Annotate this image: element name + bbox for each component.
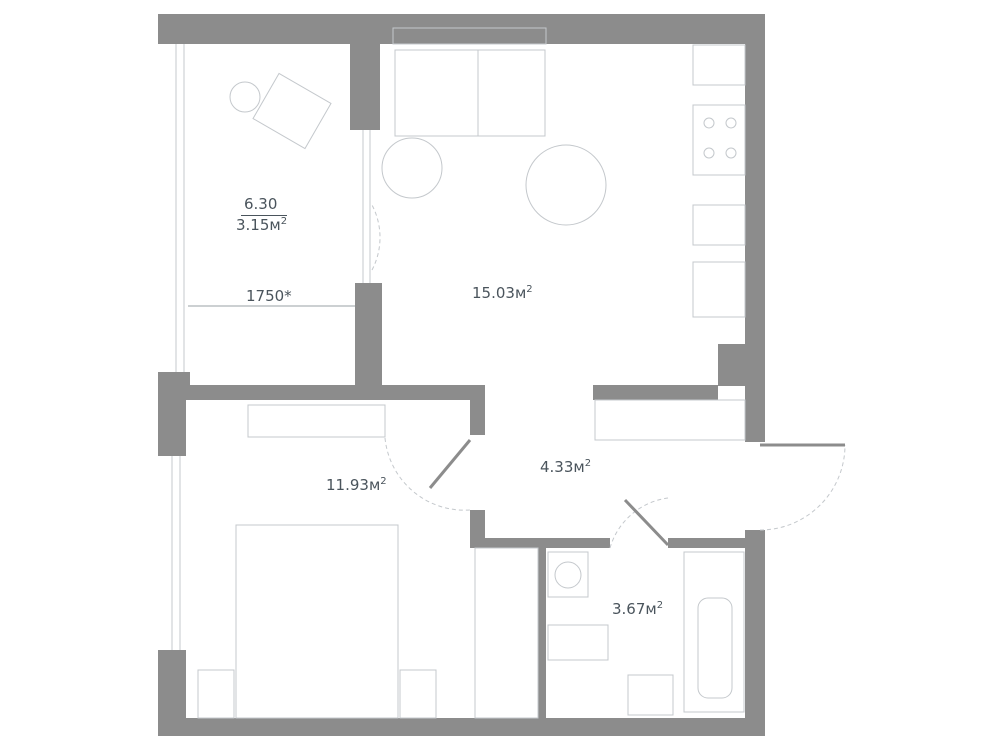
balcony-coefficient-area: 6.30 xyxy=(244,195,278,213)
bedroom-area-sup: 2 xyxy=(380,476,387,487)
balcony-width-dimension: 1750* xyxy=(246,287,292,305)
fraction-line xyxy=(241,215,287,216)
bathroom-area-sup: 2 xyxy=(656,600,664,611)
bedroom-area: 11.93м2 xyxy=(326,476,387,494)
balcony-area: 3.15м2 xyxy=(236,216,287,234)
hallway-area-value: 4.33м xyxy=(540,458,585,476)
bedroom-area-value: 11.93м xyxy=(326,476,381,494)
balcony-area-value: 3.15м xyxy=(236,216,281,234)
living-kitchen-area: 15.03м2 xyxy=(472,284,533,302)
lower-cabinets xyxy=(594,399,746,441)
sofa xyxy=(394,49,546,137)
bed xyxy=(235,524,399,719)
windows xyxy=(171,44,371,650)
entrance-door-swing xyxy=(759,444,846,531)
cooktop xyxy=(692,104,746,176)
armchair xyxy=(252,72,332,150)
kitchen-cabinet xyxy=(692,44,746,86)
furniture xyxy=(197,27,846,719)
dishwasher xyxy=(692,204,746,246)
walls xyxy=(158,14,765,736)
hallway-area-sup: 2 xyxy=(584,458,592,469)
bathtub xyxy=(683,551,745,713)
hallway-area: 4.33м2 xyxy=(540,458,591,476)
side-table xyxy=(229,81,261,113)
dining-table xyxy=(525,144,607,226)
bedroom-door-swing xyxy=(384,437,471,511)
balcony-door-swing xyxy=(371,204,381,271)
tv-stand xyxy=(247,404,386,438)
washing-machine xyxy=(547,551,589,598)
kitchen-sink xyxy=(692,261,746,318)
washbasin xyxy=(627,674,674,716)
wardrobe xyxy=(474,547,539,719)
bathroom-area: 3.67м2 xyxy=(612,600,663,618)
balcony-area-sup: 2 xyxy=(280,216,288,227)
coffee-table xyxy=(381,137,443,199)
living-kitchen-area-sup: 2 xyxy=(526,284,533,295)
toilet xyxy=(547,624,609,661)
bathroom-area-value: 3.67м xyxy=(612,600,657,618)
living-kitchen-area-value: 15.03м xyxy=(472,284,527,302)
